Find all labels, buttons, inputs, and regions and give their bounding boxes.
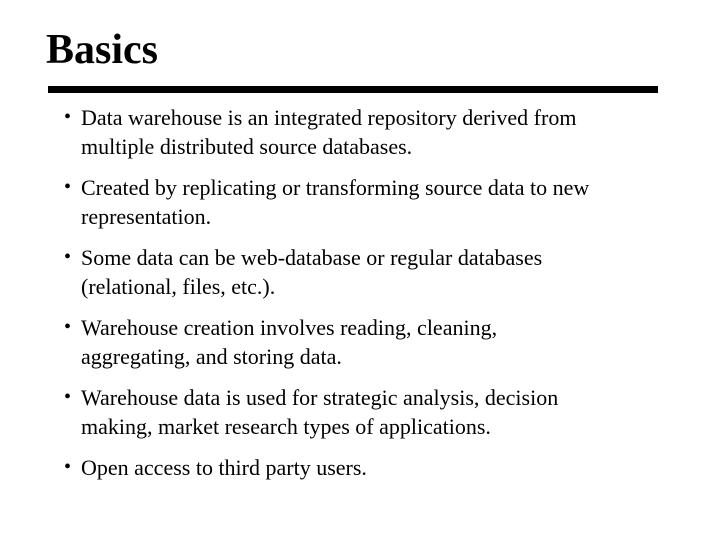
bullet-line: (relational, files, etc.). (81, 274, 276, 299)
bullet-line: making, market research types of applica… (81, 414, 491, 439)
bullet-icon: • (64, 386, 72, 408)
bullet-icon: • (64, 106, 72, 128)
bullet-list: • Data warehouse is an integrated reposi… (64, 103, 664, 494)
bullet-item: • Some data can be web-database or regul… (64, 243, 664, 301)
bullet-item: • Open access to third party users. (64, 453, 664, 482)
bullet-item: • Data warehouse is an integrated reposi… (64, 103, 664, 161)
bullet-line: representation. (81, 204, 212, 229)
bullet-line: aggregating, and storing data. (81, 344, 342, 369)
bullet-icon: • (64, 456, 72, 478)
bullet-item: • Warehouse data is used for strategic a… (64, 383, 664, 441)
bullet-line: Open access to third party users. (81, 455, 367, 480)
bullet-item: • Created by replicating or transforming… (64, 173, 664, 231)
bullet-line: Warehouse creation involves reading, cle… (81, 315, 498, 340)
bullet-line: Data warehouse is an integrated reposito… (81, 105, 577, 130)
slide-title: Basics (46, 27, 159, 73)
bullet-icon: • (64, 316, 72, 338)
bullet-line: multiple distributed source databases. (81, 134, 413, 159)
bullet-item: • Warehouse creation involves reading, c… (64, 313, 664, 371)
title-underline-rule (48, 86, 658, 93)
bullet-icon: • (64, 246, 72, 268)
bullet-line: Warehouse data is used for strategic ana… (81, 385, 559, 410)
bullet-line: Some data can be web-database or regular… (81, 245, 543, 270)
bullet-line: Created by replicating or transforming s… (81, 175, 590, 200)
bullet-icon: • (64, 176, 72, 198)
